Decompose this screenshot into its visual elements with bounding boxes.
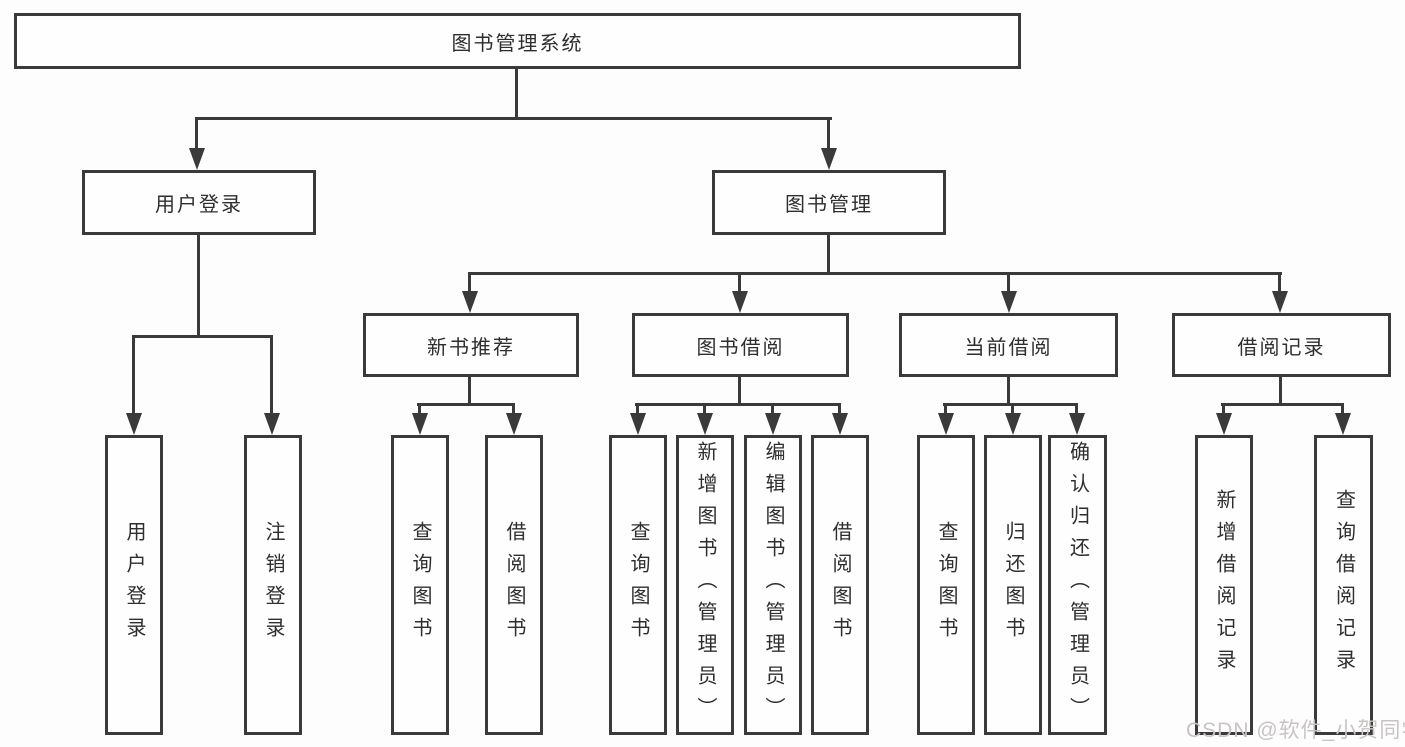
connector-hline [635,403,841,406]
leaf-user-login: 用户登录 [105,435,163,735]
node-current-borrow: 当前借阅 [899,313,1118,377]
arrow-down-icon [264,413,280,435]
connector-vline [418,403,421,419]
connector-hline [196,117,832,120]
connector-vline [512,403,515,419]
leaf-bb-query-book: 查询图书 [609,435,667,735]
arrow-down-icon [1005,413,1021,435]
leaf-nb-borrow-book: 借阅图书 [485,435,543,735]
node-book-management: 图书管理 [712,170,946,235]
arrow-down-icon [1216,413,1232,435]
connector-vline [1279,377,1282,406]
node-borrow-records: 借阅记录 [1172,313,1391,377]
connector-vline [1007,272,1010,295]
connector-vline [270,335,273,417]
connector-hline [417,403,515,406]
connector-hline [469,272,1282,275]
arrow-down-icon [189,148,205,170]
csdn-watermark: CSDN @软件_小贺同学 [1186,719,1405,742]
arrow-down-icon [1001,291,1017,313]
arrow-down-icon [1335,413,1351,435]
arrow-down-icon [832,413,848,435]
connector-vline [515,69,518,119]
arrow-down-icon [462,291,478,313]
connector-vline [738,377,741,406]
connector-vline [195,117,198,152]
connector-vline [771,403,774,419]
node-new-book-recommend: 新书推荐 [363,313,579,377]
connector-vline [1278,272,1281,295]
arrow-down-icon [506,413,522,435]
connector-vline [1222,403,1225,419]
leaf-br-add-record: 新增借阅记录 [1195,435,1253,735]
connector-vline [132,335,135,417]
connector-vline [944,403,947,419]
arrow-down-icon [732,291,748,313]
connector-hline [943,403,1078,406]
connector-vline [197,234,200,338]
leaf-cb-query-book: 查询图书 [917,435,975,735]
connector-vline [636,403,639,419]
leaf-logout-login: 注销登录 [244,435,302,735]
connector-vline [1007,377,1010,406]
arrow-down-icon [630,413,646,435]
connector-vline [1011,403,1014,419]
connector-vline [468,272,471,295]
connector-vline [827,234,830,275]
leaf-bb-borrow-book: 借阅图书 [811,435,869,735]
connector-vline [827,117,830,152]
connector-hline [1221,403,1344,406]
connector-vline [703,403,706,419]
arrow-down-icon [938,413,954,435]
arrow-down-icon [765,413,781,435]
leaf-bb-edit-book-admin: 编辑图书（管理员） [744,435,802,735]
leaf-cb-return-book: 归还图书 [984,435,1042,735]
node-user-login: 用户登录 [82,170,316,235]
connector-hline [132,335,273,338]
node-library-system: 图书管理系统 [14,13,1021,69]
connector-vline [1341,403,1344,419]
connector-vline [1075,403,1078,419]
connector-vline [468,377,471,406]
leaf-nb-query-book: 查询图书 [391,435,449,735]
connector-vline [738,272,741,295]
arrow-down-icon [412,413,428,435]
arrow-down-icon [1272,291,1288,313]
arrow-down-icon [1069,413,1085,435]
arrow-down-icon [126,413,142,435]
arrow-down-icon [697,413,713,435]
connector-vline [838,403,841,419]
leaf-br-query-record: 查询借阅记录 [1314,435,1373,735]
leaf-cb-confirm-return-admin: 确认归还（管理员） [1048,435,1107,735]
arrow-down-icon [821,148,837,170]
node-book-borrow: 图书借阅 [632,313,849,377]
leaf-bb-add-book-admin: 新增图书（管理员） [676,435,734,735]
